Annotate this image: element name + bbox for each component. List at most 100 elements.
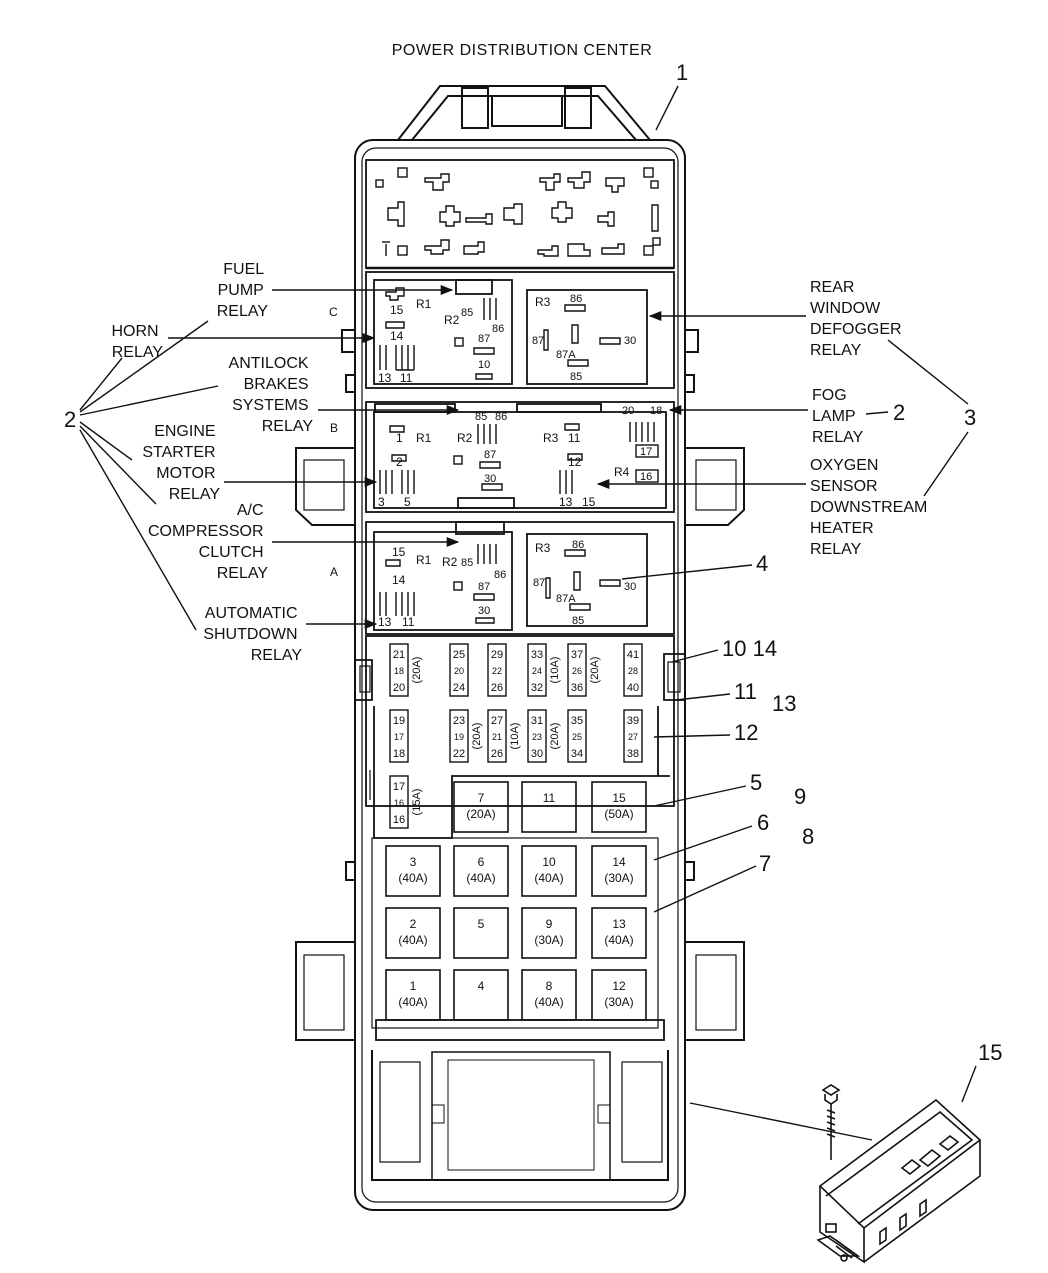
label-r2: R2 (457, 431, 473, 445)
fuse-cavity-number: 17 (393, 781, 405, 793)
maxi-fuse: 5 (453, 907, 509, 959)
fuse-number: 2 (410, 917, 417, 931)
fuse-position-number: 22 (492, 666, 502, 676)
label-r1: R1 (416, 431, 432, 445)
fuse-rating: (40A) (398, 871, 427, 885)
fuse-rating: (20A) (589, 657, 601, 684)
callout-15: 15 (978, 1040, 1002, 1065)
fuse-number: 6 (478, 855, 485, 869)
label-term: 17 (640, 446, 652, 458)
label-term: 11 (568, 431, 581, 445)
maxi-fuse-area (371, 837, 665, 1041)
maxi-fuse: 1(40A) (385, 969, 441, 1021)
mini-fuse-body (487, 643, 507, 697)
label-term: 87A (556, 593, 576, 605)
section-letter-b: B (330, 421, 338, 435)
label-term: 87 (478, 581, 490, 593)
callout-10-14: 10 14 (722, 636, 777, 661)
maxi-fuse-body (453, 781, 509, 833)
fuse-cavity-number: 29 (491, 649, 503, 661)
fuse-cavity-number: 26 (491, 748, 503, 760)
label-term: 30 (624, 335, 636, 347)
maxi-fuse-body (591, 907, 647, 959)
fuse-rating: (30A) (604, 871, 633, 885)
label-r1: R1 (416, 297, 432, 311)
maxi-fuse-body (521, 845, 577, 897)
fuse-number: 15 (612, 791, 626, 805)
fuse-number: 3 (410, 855, 417, 869)
label-r4: R4 (614, 465, 630, 479)
maxi-fuse-body (453, 969, 509, 1021)
label-term: 86 (492, 323, 504, 335)
mini-fuse-body (449, 709, 469, 763)
mini-fuse-body (449, 643, 469, 697)
mini-fuse-body (389, 775, 409, 829)
fuse-cavity-number: 20 (393, 682, 405, 694)
label-term: 87A (556, 349, 576, 361)
fuse-position-number: 24 (532, 666, 542, 676)
label-term: 86 (494, 569, 506, 581)
maxi-fuse-body (453, 907, 509, 959)
fuse-position-number: 20 (454, 666, 464, 676)
fuse-cavity-number: 22 (453, 748, 465, 760)
callout-2-left: 2 (64, 407, 76, 432)
section-letter-a: A (330, 565, 338, 579)
fuse-rating: (10A) (509, 723, 521, 750)
maxi-fuse: 3 (40A) (385, 845, 441, 897)
fuse-rating: (30A) (534, 933, 563, 947)
label-term: 15 (392, 545, 406, 559)
callout-7: 7 (759, 851, 771, 876)
label-term: 13 (378, 371, 392, 385)
maxi-fuse-body (521, 907, 577, 959)
callout-9: 9 (794, 784, 806, 809)
maxi-fuse: 7(20A) (453, 781, 509, 833)
fuse-rating: (40A) (534, 871, 563, 885)
fog-lamp-relay-label: FOG LAMP RELAY (812, 387, 864, 446)
pdc-housing (295, 85, 745, 1211)
horn-relay-label: HORN RELAY (111, 323, 163, 361)
relay-block-a-terminal-labels: R1 15 14 13 11 R2 85 86 87 30 R3 86 87 8… (378, 539, 636, 629)
label-term: 30 (484, 473, 496, 485)
label-term: 14 (392, 573, 406, 587)
fuse-position-number: 25 (572, 732, 582, 742)
diagram-title: POWER DISTRIBUTION CENTER (392, 42, 653, 59)
label-term: 30 (478, 605, 490, 617)
fuse-cavity-number: 34 (571, 748, 583, 760)
fuse-position-number: 17 (394, 732, 404, 742)
fuse-number: 1 (410, 979, 417, 993)
fuse-rating: (20A) (471, 723, 483, 750)
mini-fuse-body (527, 643, 547, 697)
callout-11: 11 (734, 679, 757, 704)
fuse-rating: (40A) (398, 933, 427, 947)
fuse-number: 8 (546, 979, 553, 993)
fuse-number: 10 (542, 855, 556, 869)
label-term: 87 (533, 577, 545, 589)
fuse-position-number: 28 (628, 666, 638, 676)
maxi-fuse: 9(30A) (521, 907, 577, 959)
label-term: 13 (559, 495, 573, 509)
label-term: 2 (396, 455, 403, 469)
mini-fuse-group: 211820(20A)252024292226332432(10A)372636… (389, 643, 643, 829)
label-r2: R2 (442, 555, 458, 569)
fuse-rating: (20A) (411, 657, 423, 684)
label-term: 86 (495, 411, 507, 423)
label-term: 87 (532, 335, 544, 347)
label-r2: R2 (444, 313, 460, 327)
maxi-fuse-body (521, 969, 577, 1021)
fuel-pump-relay-label: FUEL PUMP RELAY (217, 261, 269, 320)
label-r3: R3 (535, 295, 551, 309)
fuse-position-number: 27 (628, 732, 638, 742)
label-term: 11 (402, 615, 415, 629)
top-relay-panel (365, 159, 675, 270)
mini-fuse-body (567, 643, 587, 697)
relay-block-b-terminal-labels: R1 1 2 3 5 R2 85 86 87 30 R3 11 12 13 15… (378, 405, 662, 509)
right-annotations: REAR WINDOW DEFOGGER RELAY FOG LAMP RELA… (596, 60, 1002, 1141)
